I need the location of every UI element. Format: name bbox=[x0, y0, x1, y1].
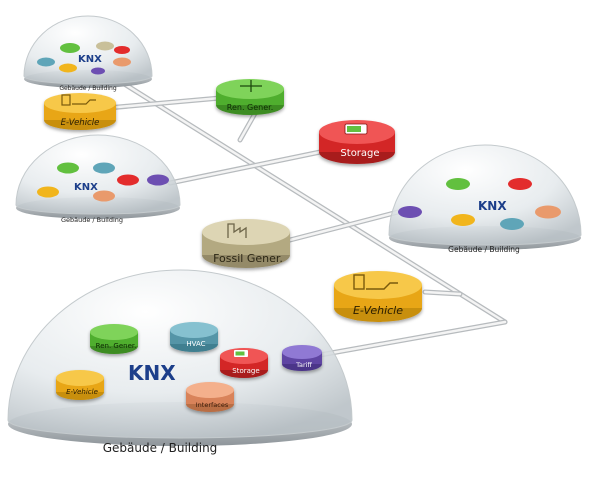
device-purple-1 bbox=[91, 67, 105, 75]
knx-logo: KNX bbox=[478, 199, 507, 213]
node-label: HVAC bbox=[186, 340, 205, 348]
device-e-vehicle: E-Vehicle bbox=[56, 370, 104, 400]
device-green-2 bbox=[57, 162, 79, 174]
device-red-3 bbox=[508, 178, 532, 190]
building-label: Gebäude / Building bbox=[61, 216, 123, 224]
device-yellow-2 bbox=[37, 186, 59, 198]
device-teal-1 bbox=[37, 57, 55, 67]
device-hvac: HVAC bbox=[170, 322, 218, 352]
node-label: Ren. Gener. bbox=[227, 103, 274, 112]
building-label: Gebäude / Building bbox=[448, 245, 520, 254]
node-label: Storage bbox=[340, 148, 379, 159]
device-salmon-1 bbox=[113, 57, 131, 67]
device-khaki-1 bbox=[96, 41, 114, 51]
battery-icon bbox=[344, 123, 368, 135]
node-storage: Storage bbox=[319, 120, 395, 164]
building-dome-1: KNX Gebäude / Building bbox=[23, 15, 153, 92]
node-label: E-Vehicle bbox=[66, 388, 98, 396]
factory-icon bbox=[227, 223, 247, 238]
node-label: Storage bbox=[232, 367, 259, 375]
node-label: Interfaces bbox=[196, 401, 229, 409]
device-storage: Storage bbox=[220, 348, 268, 378]
device-salmon-2 bbox=[93, 190, 115, 202]
knx-logo: KNX bbox=[74, 182, 98, 193]
knx-logo: KNX bbox=[78, 54, 102, 65]
device-yellow-1 bbox=[59, 63, 77, 73]
node-fossil-gener: Fossil Gener. bbox=[202, 219, 290, 268]
device-purple-2 bbox=[147, 174, 169, 186]
knx-logo: KNX bbox=[128, 361, 176, 385]
node-label: Ren. Gener. bbox=[96, 342, 137, 350]
node-label: E-Vehicle bbox=[353, 304, 403, 317]
node-e-vehicle-right: E-Vehicle bbox=[334, 271, 422, 322]
node-label: E-Vehicle bbox=[61, 118, 100, 128]
building-label: Gebäude / Building bbox=[59, 85, 116, 92]
building-dome-3: KNX Gebäude / Building bbox=[388, 144, 582, 254]
wind-turbine-icon bbox=[240, 80, 262, 92]
building-label: Gebäude / Building bbox=[103, 441, 218, 455]
device-salmon-3 bbox=[535, 205, 561, 219]
device-teal-2 bbox=[93, 162, 115, 174]
device-red-1 bbox=[114, 46, 130, 54]
device-tariff: Tariff bbox=[282, 345, 322, 371]
device-ren-gener: Ren. Gener. bbox=[90, 324, 138, 354]
node-ren-gener: Ren. Gener. bbox=[216, 79, 284, 115]
car-charger-icon bbox=[61, 94, 96, 106]
car-charger-icon bbox=[353, 274, 398, 290]
device-green-3 bbox=[446, 178, 470, 190]
building-dome-2: KNX Gebäude / Building bbox=[15, 134, 181, 224]
node-e-vehicle-top: E-Vehicle bbox=[44, 93, 116, 130]
device-yellow-3 bbox=[451, 214, 475, 226]
node-label: Fossil Gener. bbox=[213, 252, 283, 265]
device-green-1 bbox=[60, 43, 80, 53]
device-purple-3 bbox=[398, 206, 422, 218]
device-interfaces: Interfaces bbox=[186, 382, 234, 412]
device-teal-3 bbox=[500, 218, 524, 230]
node-label: Tariff bbox=[295, 361, 312, 369]
device-red-2 bbox=[117, 174, 139, 186]
main-pipe-highlight bbox=[116, 78, 507, 324]
